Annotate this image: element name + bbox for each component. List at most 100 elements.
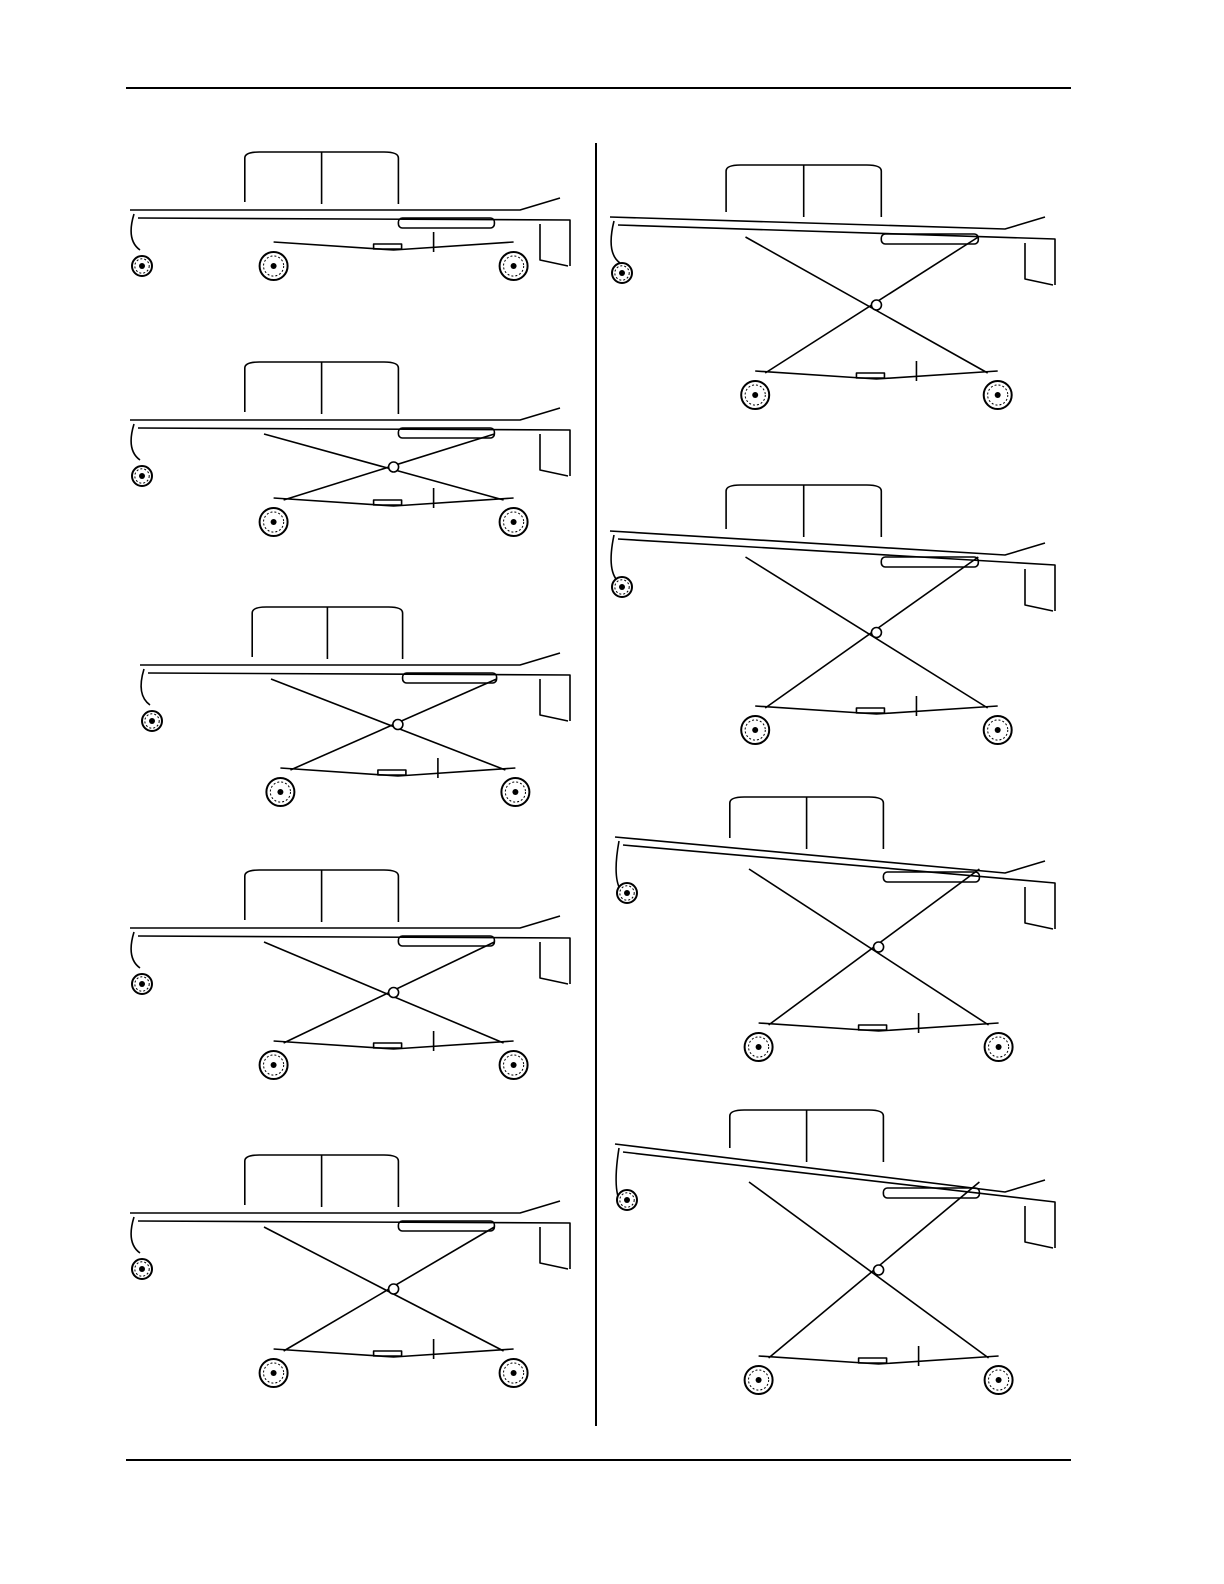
foot-end-handle	[1025, 887, 1053, 929]
x-frame-pivot	[393, 720, 403, 730]
deck-top-rail	[130, 198, 560, 210]
x-frame-pivot	[874, 1265, 884, 1275]
x-frame-leg	[749, 1182, 989, 1358]
x-frame-pivot	[389, 1284, 399, 1294]
base-wheel-head	[260, 508, 288, 536]
x-frame-leg	[264, 942, 504, 1043]
stretcher-drawing	[120, 150, 600, 290]
deck-lower-rail	[623, 1152, 1055, 1248]
x-frame-pivot	[871, 300, 881, 310]
foot-end-handle	[1025, 243, 1053, 285]
foot-end-handle	[540, 434, 568, 476]
stretcher-frame	[140, 607, 570, 778]
x-frame-pivot	[389, 462, 399, 472]
x-frame-leg	[749, 869, 989, 1025]
stretcher-illustration-right-2	[600, 483, 1085, 748]
x-frame-leg	[264, 434, 504, 500]
base-wheel-head	[260, 1359, 288, 1387]
base-wheel-foot	[984, 381, 1012, 409]
stretcher-illustration-left-5	[120, 1153, 600, 1391]
stretcher-frame	[130, 362, 570, 508]
base-label-plate	[374, 500, 402, 505]
stretcher-drawing	[130, 605, 600, 810]
deck-lower-rail	[138, 936, 570, 984]
base-wheel-head	[741, 716, 769, 744]
head-end-wheel	[612, 577, 632, 597]
base-label-plate	[859, 1025, 887, 1030]
deck-top-rail	[140, 653, 560, 665]
foot-end-handle	[540, 942, 568, 984]
stretcher-illustration-left-3	[130, 605, 600, 810]
base-wheel-head	[266, 778, 294, 806]
head-end-arm	[131, 214, 140, 250]
head-end-wheel	[132, 1259, 152, 1279]
stretcher-frame	[615, 1110, 1055, 1366]
base-wheel-foot	[500, 1359, 528, 1387]
base-label-plate	[374, 1351, 402, 1356]
stretcher-frame	[130, 1155, 570, 1359]
head-end-arm	[611, 535, 620, 583]
deck-handle	[881, 557, 978, 567]
x-frame-pivot	[874, 942, 884, 952]
deck-top-rail	[130, 1201, 560, 1213]
base-wheel-head	[260, 1051, 288, 1079]
head-end-wheel	[617, 883, 637, 903]
x-frame-leg	[264, 1227, 504, 1351]
stretcher-frame	[610, 485, 1055, 716]
base-wheel-head	[741, 381, 769, 409]
footer-rule	[126, 1459, 1071, 1461]
base-wheel-foot	[985, 1033, 1013, 1061]
stretcher-illustration-right-4	[605, 1108, 1085, 1398]
stretcher-frame	[130, 152, 570, 266]
x-frame-leg	[271, 679, 505, 770]
head-end-wheel	[132, 466, 152, 486]
stretcher-illustration-left-4	[120, 868, 600, 1083]
deck-lower-rail	[138, 428, 570, 476]
head-end-wheel	[132, 974, 152, 994]
deck-lower-rail	[618, 225, 1055, 285]
x-frame-leg	[746, 237, 988, 373]
stretcher-drawing	[120, 868, 600, 1083]
deck-top-rail	[130, 408, 560, 420]
foot-end-handle	[1025, 569, 1053, 611]
head-end-arm	[131, 1217, 140, 1253]
stretcher-drawing	[605, 795, 1085, 1065]
base-label-plate	[856, 373, 884, 378]
deck-lower-rail	[618, 539, 1055, 611]
foot-end-handle	[540, 1227, 568, 1269]
x-frame-pivot	[871, 628, 881, 638]
base-wheel-head	[745, 1033, 773, 1061]
deck-top-rail	[615, 837, 1045, 873]
base-label-plate	[856, 708, 884, 713]
base-wheel-foot	[500, 508, 528, 536]
stretcher-illustration-right-1	[600, 163, 1085, 413]
stretcher-drawing	[120, 1153, 600, 1391]
head-end-arm	[611, 221, 620, 263]
base-wheel-foot	[500, 252, 528, 280]
stretcher-frame	[130, 870, 570, 1051]
x-frame-pivot	[389, 988, 399, 998]
stretcher-illustration-left-1	[120, 150, 600, 290]
stretcher-illustration-left-2	[120, 360, 600, 540]
stretcher-drawing	[600, 163, 1085, 413]
head-end-wheel	[132, 256, 152, 276]
deck-top-rail	[615, 1144, 1045, 1192]
head-end-arm	[131, 424, 140, 460]
stretcher-drawing	[600, 483, 1085, 748]
foot-end-handle	[540, 679, 568, 721]
base-label-plate	[374, 244, 402, 249]
base-wheel-head	[745, 1366, 773, 1394]
stretcher-drawing	[120, 360, 600, 540]
head-end-arm	[131, 932, 140, 968]
deck-lower-rail	[138, 1221, 570, 1269]
base-label-plate	[378, 770, 406, 775]
base-wheel-foot	[985, 1366, 1013, 1394]
head-end-wheel	[617, 1190, 637, 1210]
foot-end-handle	[540, 224, 568, 266]
base-label-plate	[374, 1043, 402, 1048]
stretcher-frame	[610, 165, 1055, 381]
stretcher-illustration-right-3	[605, 795, 1085, 1065]
base-label-plate	[859, 1358, 887, 1363]
head-end-arm	[141, 669, 150, 705]
base-wheel-head	[260, 252, 288, 280]
